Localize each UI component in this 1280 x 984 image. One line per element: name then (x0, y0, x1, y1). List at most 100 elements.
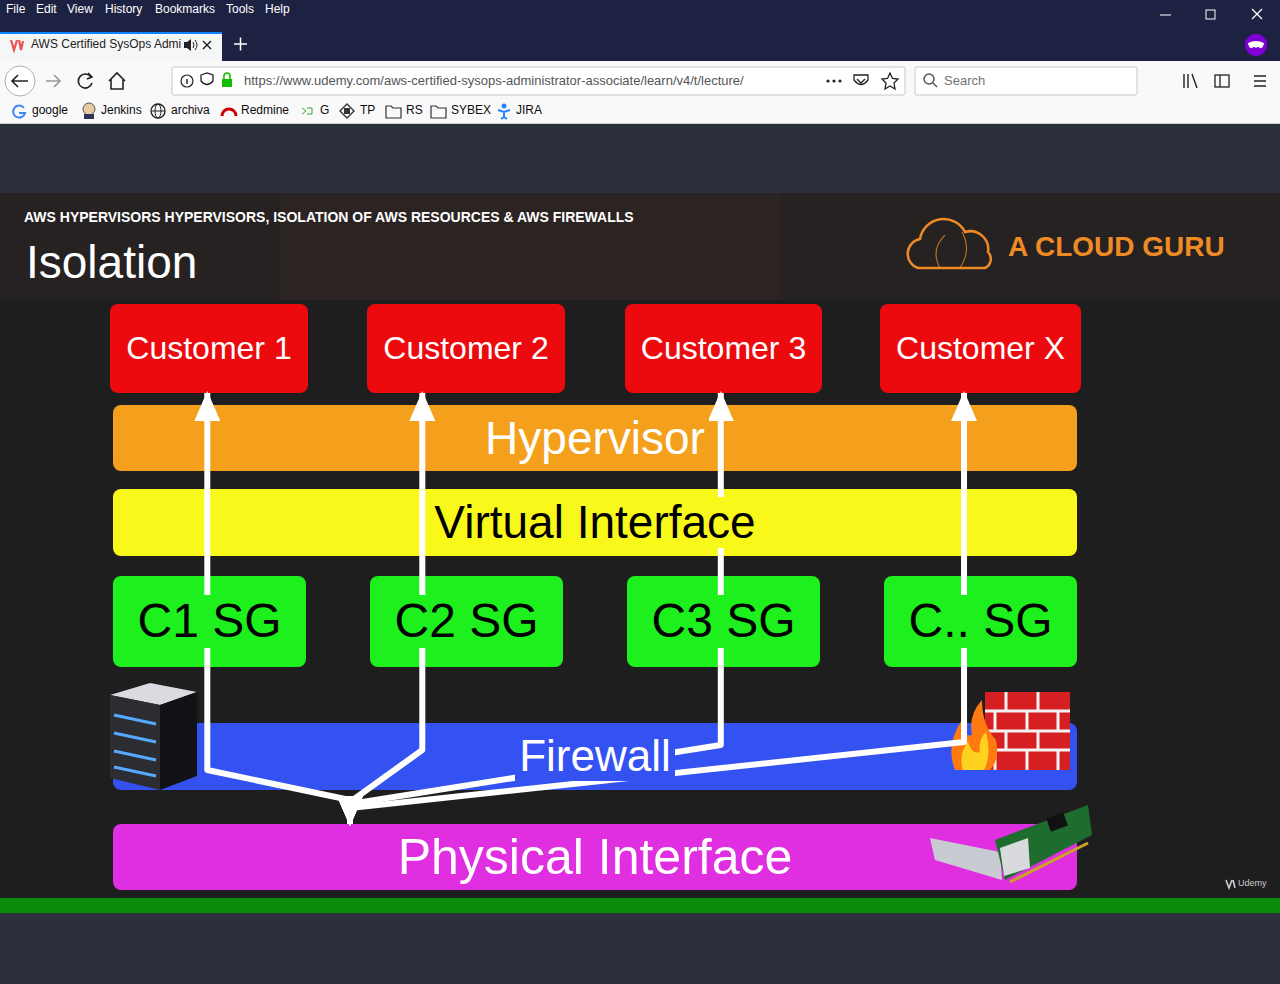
firewall-icon-part (951, 700, 997, 770)
navigation-bar-part (0, 61, 1280, 100)
server-icon-part (114, 733, 156, 742)
security-group-box: C2 SG (370, 576, 563, 667)
navigation-bar-part (172, 67, 905, 95)
bookmarks-bar-part (340, 104, 354, 118)
bookmarks-bar-part (498, 110, 510, 119)
cloud-logo-part (936, 232, 967, 268)
connector-arrow (350, 393, 422, 824)
connector-arrow (207, 393, 350, 824)
bookmarks-bar-part (502, 104, 507, 109)
bookmark: TP (360, 104, 375, 118)
cloud-logo (908, 219, 991, 268)
udemy-logo (1226, 880, 1235, 888)
navigation-bar-part (186, 79, 187, 84)
node-text: Customer 3 (637, 331, 810, 366)
slide-title: Isolation (26, 236, 197, 289)
navigation-bar-part (222, 79, 232, 87)
browser-tab-part (203, 41, 211, 49)
navigation-bar-part (78, 74, 92, 88)
bookmarks-bar-part (0, 100, 1280, 124)
browser-tab-part (1248, 41, 1264, 48)
cloud-logo-part (908, 219, 991, 268)
bookmarks-bar-part (386, 106, 401, 118)
bookmarks-bar-part (431, 106, 446, 118)
server-icon-part (110, 695, 160, 790)
bookmark: G (320, 104, 329, 118)
browser-tab-part (240, 38, 242, 51)
customer-box: Customer 1 (110, 304, 307, 393)
server-icon-part (114, 715, 156, 724)
bookmark: Redmine (241, 104, 289, 118)
title-bar-part (1160, 15, 1171, 16)
video-area-part (0, 898, 1280, 913)
bookmark: Jenkins (101, 104, 142, 118)
server-icon-part (114, 767, 156, 776)
navigation-bar-part (854, 75, 868, 85)
node-text: Virtual Interface (430, 497, 759, 548)
udemy-logo-part (1226, 880, 1235, 888)
title-bar (0, 0, 1280, 61)
title-bar-part (1206, 10, 1215, 19)
navigation-bar-part (826, 79, 829, 82)
navigation-bar-part (915, 67, 1137, 95)
bookmarks-bar-part (151, 104, 165, 118)
node-text: Customer 1 (122, 331, 295, 366)
interface-band: Virtual Interface (113, 489, 1077, 556)
tab-title: AWS Certified SysOps Admi (31, 38, 181, 52)
bookmark: RS (406, 104, 423, 118)
bookmark: archiva (171, 104, 210, 118)
bookmarks-bar-part (302, 108, 312, 114)
video-area-part (0, 124, 1280, 984)
browser-tab-part (203, 41, 211, 49)
navigation-bar-part (1215, 75, 1229, 87)
video-area (0, 124, 1280, 984)
bookmarks-bar-part (344, 108, 350, 114)
hypervisor-band: Hypervisor (113, 405, 1077, 471)
node-text: C3 SG (647, 595, 799, 648)
navigation-bar-part (838, 79, 841, 82)
menu-item: View (67, 3, 93, 17)
bookmark: SYBEX (451, 104, 491, 118)
slide-heading: AWS HYPERVISORS HYPERVISORS, ISOLATION O… (24, 209, 634, 225)
firewall-icon (951, 692, 1070, 770)
network-card-icon-part (1046, 812, 1068, 831)
server-icon (110, 683, 197, 790)
customer-box: Customer 2 (367, 304, 564, 393)
physical-interface-band: Physical Interface (113, 824, 1077, 890)
browser-tab-part (0, 32, 222, 61)
node-text: Hypervisor (481, 413, 709, 464)
browser-tab-part (0, 32, 222, 34)
browser-tab-part (184, 39, 191, 51)
navigation-bar-part (924, 74, 934, 84)
navigation-bar-part (87, 73, 92, 79)
customer-box: Customer X (880, 304, 1081, 393)
network-card-icon (930, 805, 1092, 882)
bookmarks-bar-part (83, 103, 95, 115)
navigation-bar-part (933, 83, 937, 87)
security-group-box: C.. SG (884, 576, 1077, 667)
navigation-bar-part (181, 75, 193, 87)
bookmarks-bar (0, 100, 1280, 124)
menu-item: Edit (36, 3, 57, 17)
bookmarks-bar-part (222, 109, 236, 116)
navigation-bar-part (12, 75, 28, 87)
node-text: C.. SG (904, 595, 1056, 648)
title-bar-part (0, 0, 1280, 61)
server-icon-part (114, 751, 156, 760)
url-text: https://www.udemy.com/aws-certified-syso… (244, 74, 744, 89)
browser-tab (0, 32, 1267, 61)
bookmark: google (32, 104, 68, 118)
brand-name: A CLOUD GURU (1008, 231, 1225, 263)
video-area-part (0, 193, 1280, 300)
navigation-bar-part (1219, 75, 1220, 87)
navigation-bar (0, 61, 1280, 100)
node-text: Customer X (892, 331, 1069, 366)
menu-item: File (6, 3, 25, 17)
video-area-part (0, 193, 1280, 898)
navigation-bar-part (1254, 76, 1266, 86)
search-placeholder: Search (944, 74, 985, 89)
network-card-icon-part (1000, 838, 1030, 876)
menu-item: History (105, 3, 142, 17)
menu-item: Tools (226, 3, 254, 17)
browser-tab-part (11, 40, 23, 50)
